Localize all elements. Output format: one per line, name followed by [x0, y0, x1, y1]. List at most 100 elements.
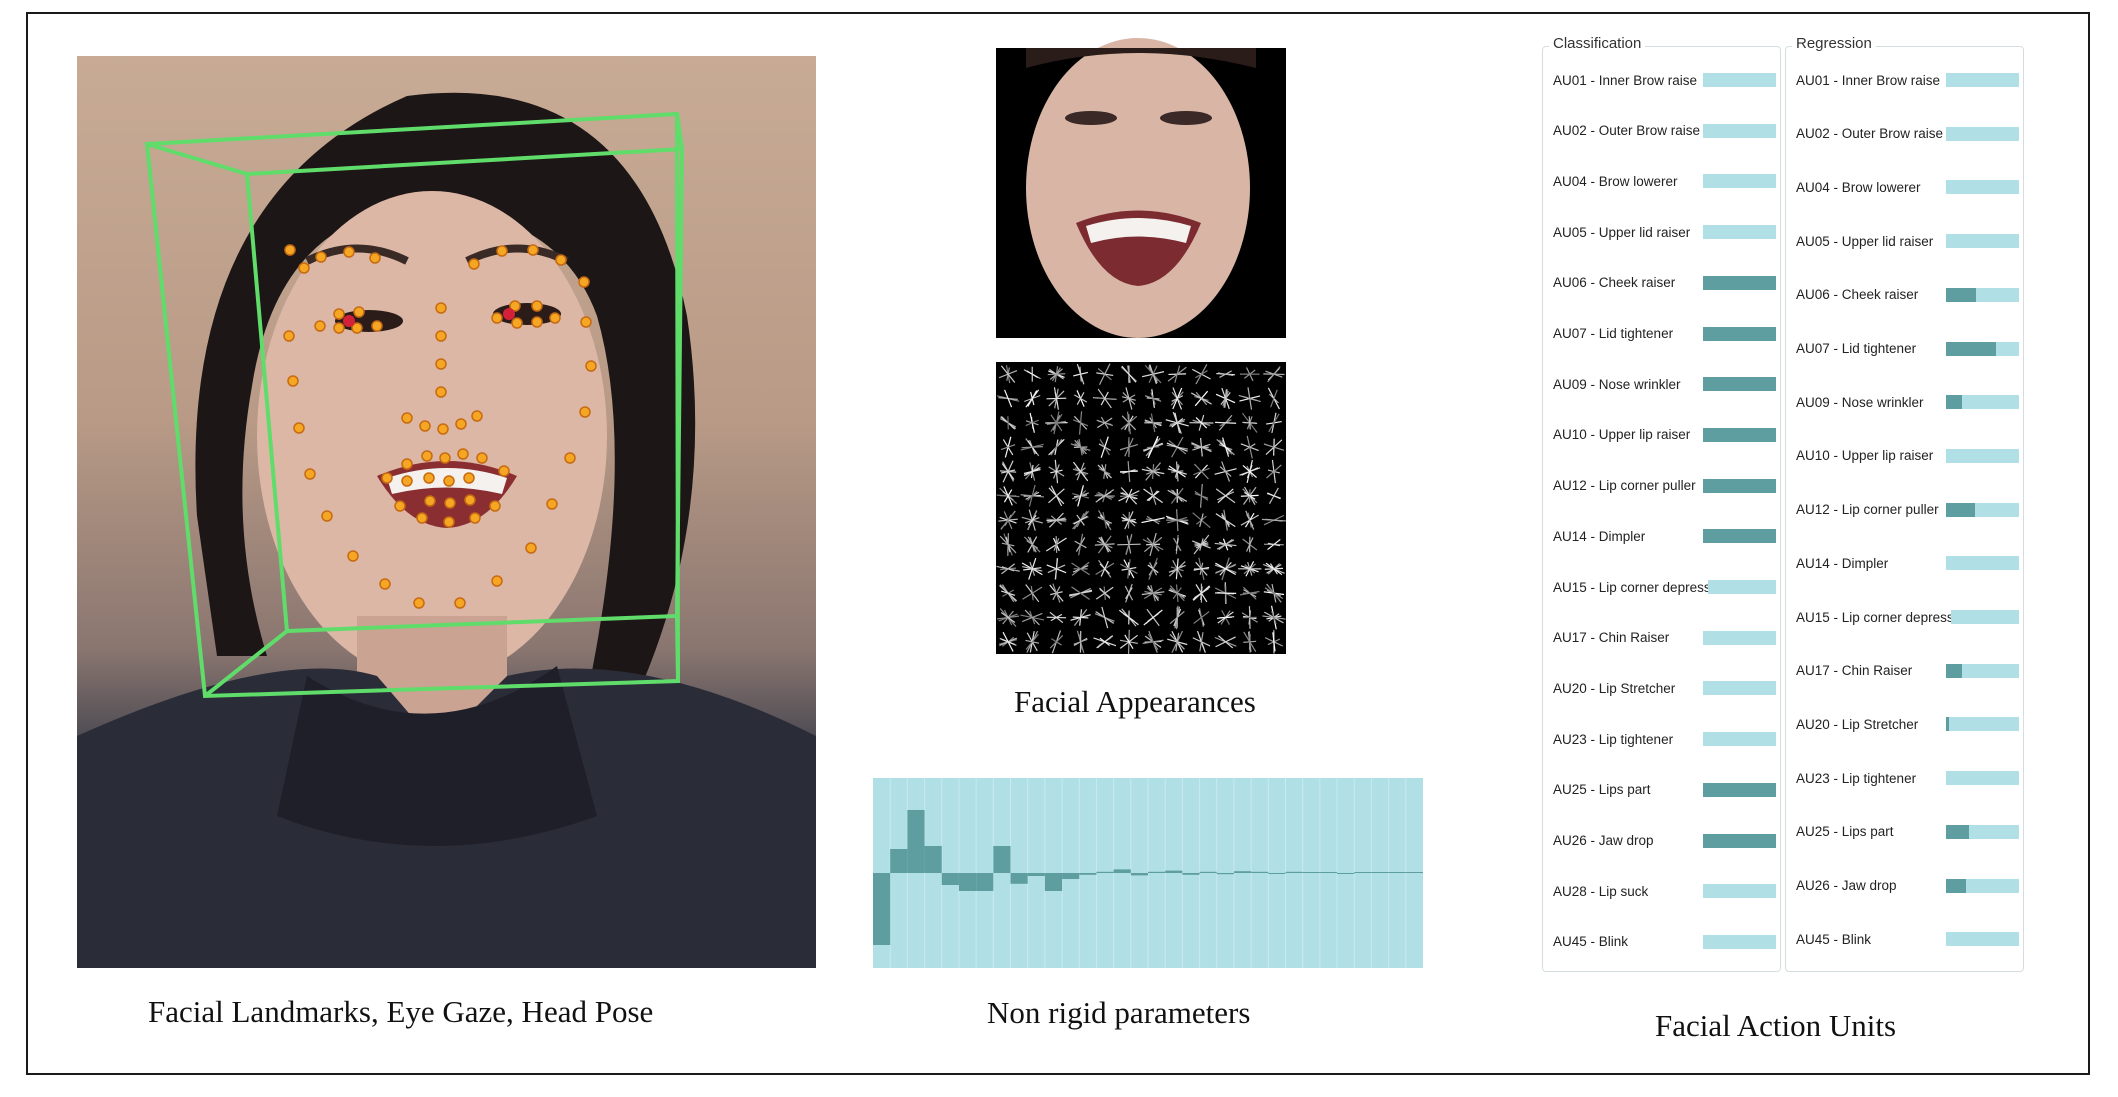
non-rigid-bar: [1027, 873, 1045, 876]
non-rigid-bar: [1371, 872, 1389, 873]
non-rigid-bar: [1268, 873, 1286, 874]
classification-row: AU06 - Cheek raiser: [1553, 272, 1776, 294]
hog-stroke: [1268, 413, 1280, 433]
non-rigid-bar: [1148, 871, 1166, 873]
classification-au-label: AU23 - Lip tightener: [1553, 731, 1674, 747]
regression-au-bar-fill: [1945, 717, 1949, 732]
hog-stroke: [1143, 536, 1163, 553]
classification-au-label: AU07 - Lid tightener: [1553, 326, 1674, 341]
hog-stroke: [1027, 536, 1037, 553]
hog-stroke: [1122, 392, 1136, 405]
hog-stroke: [1143, 609, 1163, 626]
hog-stroke: [1050, 413, 1063, 432]
classification-row: AU09 - Nose wrinkler: [1553, 373, 1776, 395]
hog-stroke: [1174, 606, 1181, 629]
hog-stroke: [1263, 443, 1285, 451]
non-rigid-bar: [1354, 872, 1372, 873]
classification-au-bar-fill: [1702, 377, 1776, 392]
non-rigid-bar: [1096, 871, 1114, 873]
classification-au-bar: [1702, 73, 1776, 87]
hog-stroke: [1149, 562, 1158, 576]
classification-au-bar: [1708, 580, 1776, 594]
hog-stroke: [1199, 632, 1204, 652]
hog-stroke: [1099, 588, 1111, 598]
hog-stroke: [1121, 518, 1136, 522]
non-rigid-bar: [1079, 873, 1097, 875]
hog-stroke: [1172, 490, 1182, 501]
classification-au-label: AU45 - Blink: [1553, 934, 1629, 950]
hog-stroke: [1122, 469, 1136, 474]
regression-au-label: AU17 - Chin Raiser: [1796, 663, 1913, 679]
hog-stroke: [1170, 589, 1185, 598]
regression-row: AU26 - Jaw drop: [1796, 875, 2019, 897]
hog-feature-image: [996, 362, 1286, 654]
classification-au-bar: [1702, 681, 1776, 696]
regression-au-label: AU10 - Upper lip raiser: [1796, 448, 1934, 464]
classification-au-label: AU10 - Upper lip raiser: [1553, 427, 1691, 443]
classification-au-bar-fill: [1702, 275, 1776, 290]
hog-stroke: [1023, 468, 1041, 475]
classification-row: AU07 - Lid tightener: [1553, 323, 1776, 345]
hog-stroke: [1054, 558, 1058, 580]
regression-row: AU20 - Lip Stretcher: [1796, 713, 2019, 735]
hog-stroke: [1076, 363, 1085, 385]
regression-row: AU01 - Inner Brow raise: [1796, 69, 2019, 91]
regression-au-label: AU15 - Lip corner depressor: [1796, 609, 1966, 625]
non-rigid-bar: [1182, 873, 1200, 875]
hog-stroke: [1070, 614, 1091, 621]
hog-stroke: [1174, 465, 1180, 478]
non-rigid-bar: [890, 849, 908, 873]
hog-stroke: [1147, 633, 1159, 650]
hog-stroke: [1195, 584, 1208, 603]
hog-stroke: [1025, 389, 1040, 408]
hog-stroke: [1219, 442, 1232, 452]
hog-stroke: [1078, 411, 1083, 435]
regression-au-bar: [1945, 395, 2019, 410]
hog-stroke: [1074, 394, 1088, 403]
non-rigid-bar: [1337, 873, 1355, 874]
classification-au-bar: [1702, 478, 1776, 493]
regression-au-label: AU02 - Outer Brow raise: [1796, 126, 1944, 142]
hog-stroke: [1244, 491, 1256, 500]
classification-au-bar-fill: [1702, 833, 1776, 848]
classification-au-label: AU17 - Chin Raiser: [1553, 630, 1670, 646]
hog-stroke: [1053, 387, 1059, 410]
hog-stroke: [1100, 436, 1109, 458]
hog-stroke: [1246, 435, 1253, 459]
classification-au-label: AU04 - Brow lowerer: [1553, 173, 1678, 189]
regression-row: AU25 - Lips part: [1796, 821, 2019, 843]
classification-au-label: AU05 - Upper lid raiser: [1553, 224, 1691, 240]
classification-row: AU23 - Lip tightener: [1553, 728, 1776, 750]
hog-stroke: [1050, 613, 1063, 622]
hog-stroke: [1224, 389, 1227, 408]
regression-au-label: AU09 - Nose wrinkler: [1796, 394, 1924, 410]
hog-stroke: [1120, 415, 1138, 430]
non-rigid-bar: [924, 846, 942, 873]
regression-au-bar-fill: [1945, 502, 1975, 517]
classification-au-bar-fill: [1702, 478, 1776, 493]
classification-au-bar: [1702, 833, 1776, 848]
hog-stroke: [1217, 611, 1234, 624]
regression-au-label: AU25 - Lips part: [1796, 824, 1894, 840]
classification-au-label: AU06 - Cheek raiser: [1553, 275, 1676, 291]
hog-stroke: [1101, 606, 1109, 629]
regression-row: AU17 - Chin Raiser: [1796, 660, 2019, 682]
classification-au-bar-fill: [1702, 782, 1776, 797]
caption-landmarks: Facial Landmarks, Eye Gaze, Head Pose: [148, 994, 654, 1029]
regression-au-bar: [1945, 448, 2019, 463]
non-rigid-bar: [1233, 871, 1252, 873]
hog-stroke: [1194, 490, 1209, 501]
regression-au-bar: [1945, 717, 2019, 732]
classification-row: AU01 - Inner Brow raise: [1553, 69, 1776, 91]
classification-row: AU10 - Upper lip raiser: [1553, 424, 1776, 446]
hog-stroke: [1246, 513, 1254, 527]
classification-row: AU14 - Dimpler: [1553, 525, 1776, 547]
hog-stroke: [1071, 586, 1091, 600]
regression-au-bar-fill: [1945, 341, 1996, 356]
classification-au-bar: [1702, 884, 1776, 899]
regression-row: AU04 - Brow lowerer: [1796, 176, 2019, 198]
aligned-face-illustration: [1026, 38, 1256, 338]
regression-au-label: AU04 - Brow lowerer: [1796, 179, 1921, 195]
non-rigid-bar: [993, 846, 1011, 873]
